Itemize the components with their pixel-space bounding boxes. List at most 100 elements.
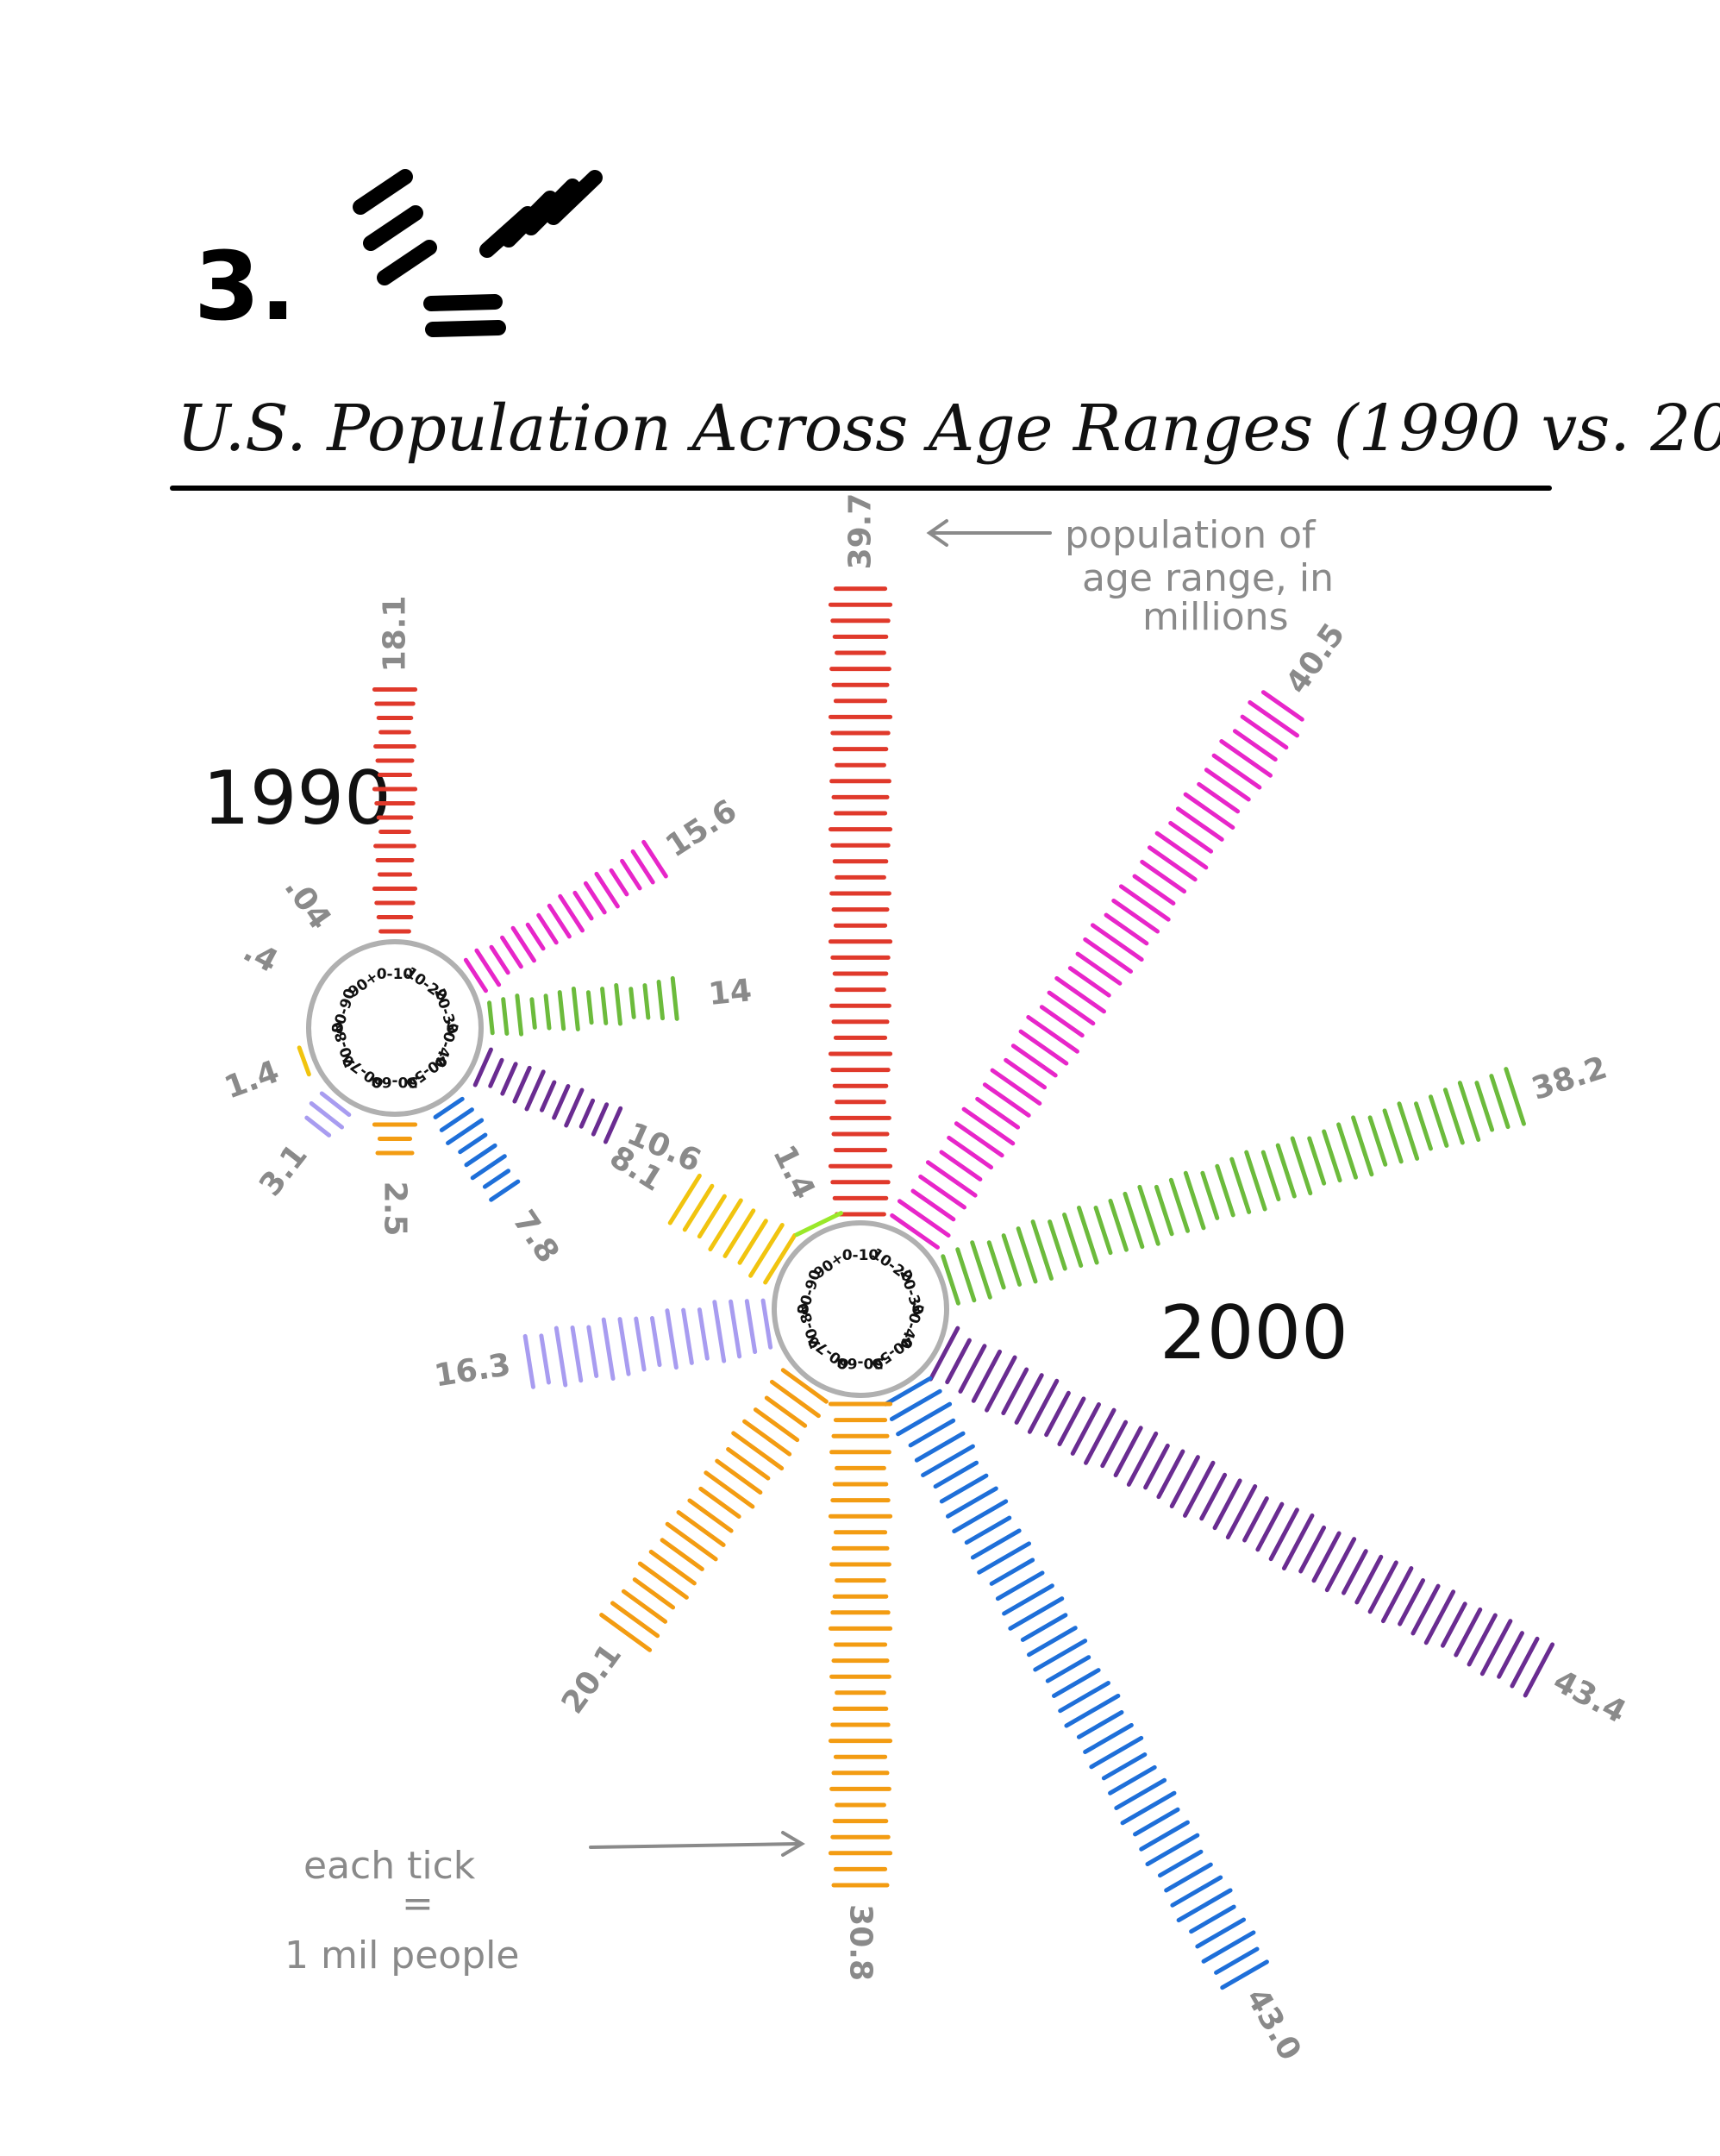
tick-mark	[585, 990, 594, 1025]
tick-mark	[1168, 820, 1214, 854]
tick-mark	[1090, 923, 1144, 962]
value-label: 3.1	[253, 1138, 315, 1203]
tick-mark	[529, 997, 537, 1030]
spoke-2000-0-10: 39.7	[828, 493, 893, 1217]
tick-mark	[1414, 1101, 1433, 1151]
tick-mark	[731, 1431, 785, 1471]
spoke-2000-50-60: 30.8	[828, 1401, 893, 1981]
spoke-1990-10-20: 15.6	[463, 793, 743, 993]
tick-mark	[769, 1379, 821, 1419]
tick-mark	[760, 1298, 773, 1350]
hub-age-label: 0-10	[377, 966, 414, 983]
tick-mark	[474, 948, 502, 987]
tick-mark	[648, 1549, 697, 1586]
tick-mark	[1232, 729, 1278, 762]
tick-mark	[1189, 1904, 1236, 1934]
spoke-1990-50-60: 2.5	[372, 1122, 418, 1236]
tick-mark	[570, 1326, 584, 1383]
tick-mark	[1139, 1820, 1190, 1852]
tick-mark	[1219, 739, 1273, 778]
tick-mark	[1342, 1549, 1368, 1595]
tick-mark	[1048, 1219, 1067, 1271]
chart-title: U.S. Population Across Age Ranges (1990 …	[177, 392, 1720, 466]
tick-mark	[1268, 1507, 1299, 1562]
tick-mark	[1075, 951, 1123, 986]
tick-mark	[634, 1316, 647, 1372]
tick-mark	[697, 1307, 710, 1361]
tick-mark	[583, 881, 607, 915]
tick-mark	[620, 858, 642, 891]
tick-mark	[995, 1570, 1045, 1601]
value-label: .4	[237, 933, 283, 980]
tick-mark	[1170, 1875, 1223, 1908]
tick-mark	[500, 1062, 518, 1096]
tick-mark	[1467, 1613, 1498, 1667]
tick-mark	[297, 1045, 311, 1077]
tick-mark	[986, 1240, 1006, 1290]
tick-mark	[1510, 1636, 1540, 1689]
tick-mark	[1169, 1455, 1200, 1509]
value-label: 1.4	[220, 1054, 284, 1106]
tick-mark	[1045, 1655, 1091, 1683]
tick-mark	[665, 1521, 718, 1562]
tick-note-line-3: 1 mil people	[285, 1934, 519, 1977]
tick-mark	[571, 986, 580, 1031]
tick-mark	[1423, 1589, 1456, 1645]
tick-mark	[1008, 1596, 1065, 1631]
tick-mark	[990, 1068, 1042, 1106]
tick-mark	[742, 1419, 792, 1457]
tick-mark	[1113, 1426, 1143, 1478]
tick-mark	[649, 1316, 662, 1368]
hub-circle	[772, 1220, 949, 1398]
hub-1990: 0-1010-2020-3030-4040-5050-6060-7070-808…	[306, 939, 484, 1117]
year-label-1990: 1990	[203, 755, 391, 842]
tick-mark	[1051, 1668, 1101, 1698]
tick-mark	[525, 922, 546, 951]
tick-mark	[510, 925, 536, 963]
tick-mark	[1199, 1472, 1228, 1521]
population-note: population of age range, in millions	[926, 513, 1334, 639]
tick-mark	[670, 975, 679, 1021]
tick-mark	[629, 987, 636, 1019]
tick-mark	[600, 987, 609, 1025]
spoke-2000-60-70: 20.1	[555, 1368, 829, 1720]
tick-mark	[1275, 1143, 1297, 1199]
tick-mark	[1244, 1150, 1267, 1212]
tick-mark	[1212, 1478, 1242, 1531]
tick-mark	[1497, 1631, 1524, 1679]
tick-mark	[975, 1096, 1021, 1130]
tick-mark	[1397, 1101, 1420, 1161]
tick-mark	[1010, 1044, 1058, 1078]
tick-mark	[697, 1194, 727, 1239]
tick-mark	[989, 1557, 1035, 1586]
tick-mark	[319, 1091, 352, 1118]
tick-mark	[621, 1589, 668, 1624]
value-label: .04	[278, 871, 338, 937]
tick-mark	[536, 912, 559, 945]
tick-mark	[1281, 1513, 1315, 1570]
hub-age-label: 50-60	[372, 1073, 419, 1090]
tick-mark	[1204, 768, 1251, 802]
tick-mark	[748, 1223, 785, 1278]
tick-mark	[522, 1333, 535, 1389]
tick-mark	[1367, 1115, 1388, 1167]
tick-mark	[1442, 1087, 1465, 1145]
spoke-2000-90+: 1.4	[766, 1140, 843, 1238]
tick-mark	[1014, 1373, 1044, 1425]
tick-mark	[1240, 714, 1289, 750]
tick-mark	[1398, 1578, 1426, 1626]
tick-mark	[1307, 1136, 1327, 1186]
tick-mark	[309, 1100, 345, 1130]
tick-mark	[1070, 1402, 1101, 1456]
tick-mark	[1225, 1484, 1258, 1540]
tick-mark	[914, 1431, 966, 1463]
tick-mark	[712, 1300, 727, 1363]
tick-mark	[939, 1150, 983, 1181]
tick-mark	[1120, 1790, 1177, 1826]
tick-mark	[632, 1577, 676, 1610]
hub-age-label: 0-10	[842, 1247, 879, 1264]
tick-mark	[1089, 1735, 1144, 1770]
tick-mark	[488, 1057, 504, 1088]
population-note-line-2: age range, in	[1082, 556, 1334, 600]
